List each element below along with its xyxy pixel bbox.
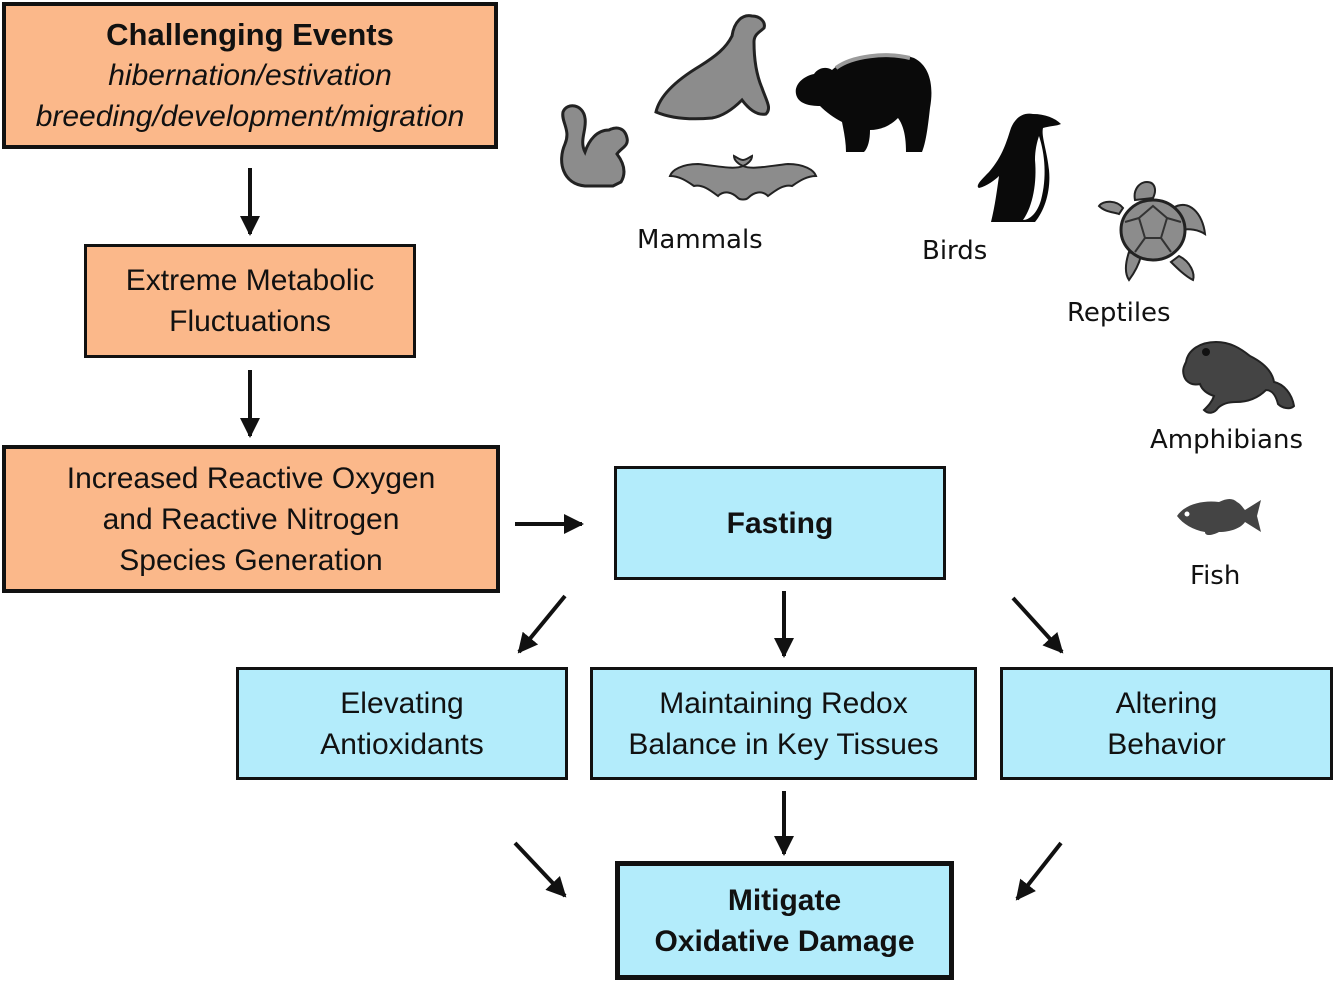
sea-lion-icon bbox=[654, 14, 770, 121]
label-birds: Birds bbox=[922, 236, 988, 266]
label-reptiles: Reptiles bbox=[1067, 298, 1171, 328]
ros-line-2: and Reactive Nitrogen bbox=[102, 502, 400, 536]
challenging-events-examples-2: breeding/development/migration bbox=[35, 100, 465, 133]
behavior-line-2: Behavior bbox=[1107, 727, 1226, 761]
label-mammals: Mammals bbox=[637, 225, 763, 255]
arrow-fasting-to-behavior bbox=[1011, 596, 1064, 654]
challenging-events-examples-1: hibernation/estivation bbox=[108, 59, 392, 92]
fish-icon bbox=[1177, 499, 1261, 535]
turtle-icon bbox=[1097, 180, 1207, 282]
arrow-antioxidants-to-mitigate bbox=[513, 841, 567, 898]
challenging-events-box: Challenging Events hibernation/estivatio… bbox=[2, 2, 498, 149]
ros-line-3: Species Generation bbox=[119, 543, 383, 577]
redox-line-1: Maintaining Redox bbox=[659, 686, 908, 720]
penguin-icon bbox=[977, 113, 1061, 222]
elevating-antioxidants-box: Elevating Antioxidants bbox=[236, 667, 568, 780]
arrow-behavior-to-mitigate bbox=[1015, 841, 1063, 901]
ros-line-1: Increased Reactive Oxygen bbox=[66, 461, 436, 495]
ros-rns-generation-box: Increased Reactive Oxygen and Reactive N… bbox=[2, 445, 500, 593]
fasting-label: Fasting bbox=[726, 506, 834, 540]
fasting-box: Fasting bbox=[614, 466, 946, 580]
metabolic-line-1: Extreme Metabolic bbox=[125, 264, 375, 297]
redox-balance-box: Maintaining Redox Balance in Key Tissues bbox=[590, 667, 977, 780]
metabolic-line-2: Fluctuations bbox=[169, 305, 331, 338]
mitigate-oxidative-damage-box: Mitigate Oxidative Damage bbox=[615, 861, 954, 980]
behavior-line-1: Altering bbox=[1115, 686, 1218, 720]
antioxidants-line-1: Elevating bbox=[340, 686, 464, 720]
bat-icon bbox=[668, 154, 818, 201]
mitigate-line-1: Mitigate bbox=[727, 883, 842, 917]
altering-behavior-box: Altering Behavior bbox=[1000, 667, 1333, 780]
metabolic-fluctuations-box: Extreme Metabolic Fluctuations bbox=[84, 244, 416, 358]
challenging-events-title: Challenging Events bbox=[106, 17, 394, 52]
mitigate-line-2: Oxidative Damage bbox=[654, 924, 915, 958]
label-amphibians: Amphibians bbox=[1150, 425, 1304, 455]
frog-icon bbox=[1182, 340, 1296, 414]
bear-icon bbox=[795, 53, 932, 152]
antioxidants-line-2: Antioxidants bbox=[320, 727, 484, 761]
arrow-fasting-to-antioxidants bbox=[517, 594, 567, 654]
redox-line-2: Balance in Key Tissues bbox=[628, 727, 939, 761]
label-fish: Fish bbox=[1190, 561, 1241, 591]
squirrel-icon bbox=[560, 104, 629, 188]
